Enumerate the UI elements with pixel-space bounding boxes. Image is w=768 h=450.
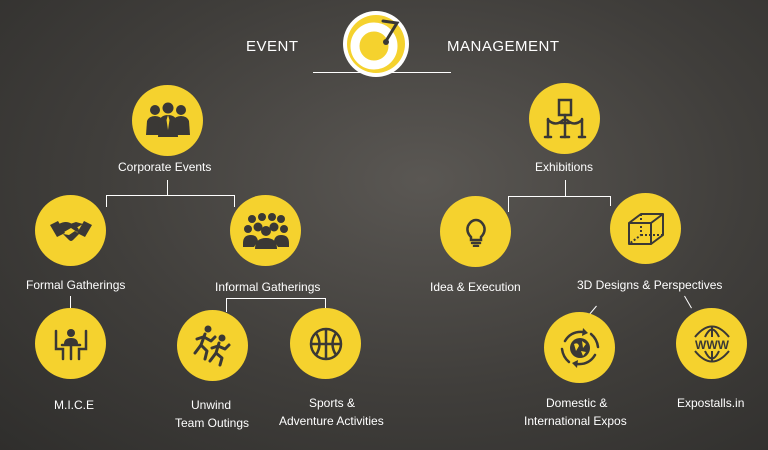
exhibitions-label: Exhibitions [535,160,594,174]
connector-exhibitions-bar [508,196,611,197]
www-text: WWW [695,338,730,352]
header-management-word: MANAGEMENT [447,38,560,55]
connector-expostalls-drop [684,295,692,309]
mice-label: M.I.C.E [54,398,95,412]
header-event-word: EVENT [246,38,299,55]
informal-gatherings-node [230,195,301,266]
idea-label: Idea & Execution [430,280,521,294]
connector-informal-drop [234,195,235,207]
basketball-icon [309,327,342,360]
unwind-node [177,310,248,381]
sports-label-line2: Adventure Activities [279,414,384,428]
corporate-events-node [132,85,203,156]
sports-label-line1: Sports & [309,396,356,410]
corporate-events-label: Corporate Events [118,160,212,174]
vinyl-record-icon [347,15,405,73]
connector-unwind-drop [226,298,227,312]
designs-3d-node [610,193,681,264]
formal-gatherings-label: Formal Gatherings [26,278,126,292]
globe-arrows-icon [560,327,599,368]
exhibit-stand-icon [543,98,586,138]
connector-3d-drop [610,196,611,206]
domestic-label-line2: International Expos [524,414,627,428]
connector-exhibitions-stem [565,180,566,196]
formal-gatherings-node [35,195,106,266]
domestic-node [544,312,615,383]
sports-node [290,308,361,379]
handshake-icon [49,220,92,241]
expostalls-label: Expostalls.in [677,396,745,410]
logo [343,11,409,77]
connector-informal-bar [226,298,326,299]
exhibitions-node [529,83,600,154]
connector-corporate-bar [106,195,235,196]
connector-sports-drop [325,298,326,312]
unwind-label-line2: Team Outings [175,416,250,430]
cube-icon [627,212,664,245]
crowd-icon [242,212,289,249]
expostalls-node: WWW [676,308,747,379]
business-people-icon [145,102,190,137]
meeting-table-icon [54,328,87,360]
domestic-label-line1: Domestic & [546,396,608,410]
designs-3d-label: 3D Designs & Perspectives [577,278,723,292]
running-people-icon [193,325,230,366]
informal-gatherings-label: Informal Gatherings [215,280,321,294]
connector-idea-drop [508,196,509,212]
mice-node [35,308,106,379]
idea-node [440,196,511,267]
connector-corporate-stem [167,180,168,195]
connector-formal-drop [106,195,107,207]
www-globe-icon: WWW [693,325,730,362]
unwind-label-line1: Unwind [191,398,232,412]
lightbulb-icon [465,218,486,247]
connector-formal-mice [70,296,71,308]
